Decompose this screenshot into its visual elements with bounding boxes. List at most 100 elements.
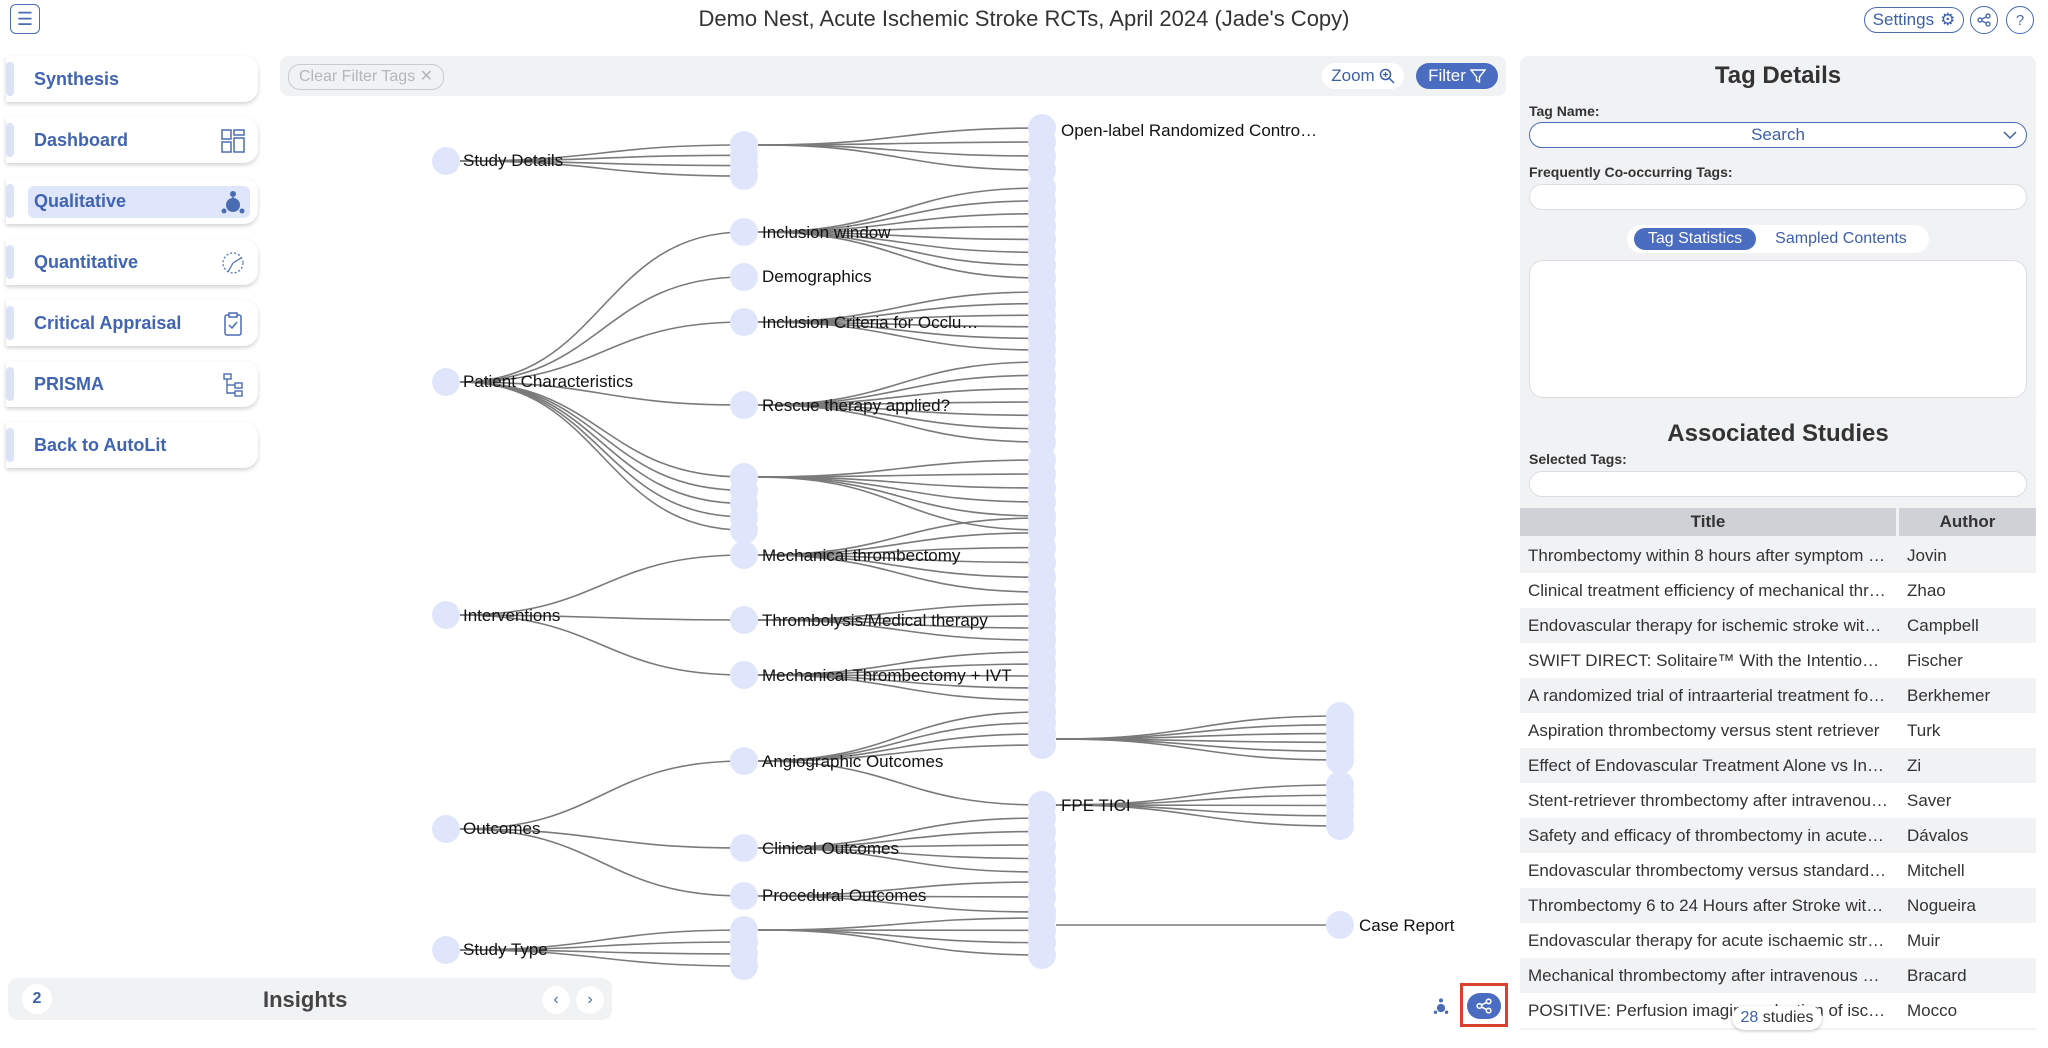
- sidebar-item-dashboard[interactable]: Dashboard: [6, 117, 258, 163]
- insights-bar: 2 Insights ‹ ›: [8, 978, 612, 1020]
- tree-node[interactable]: [1028, 791, 1056, 819]
- tree-node[interactable]: [730, 541, 758, 569]
- table-row[interactable]: Thrombectomy within 8 hours after sympto…: [1520, 538, 2036, 573]
- study-author-cell: Jovin: [1907, 546, 1947, 565]
- top-bar: ☰ Demo Nest, Acute Ischemic Stroke RCTs,…: [0, 0, 2048, 40]
- table-row[interactable]: Safety and efficacy of thrombectomy in a…: [1520, 818, 2036, 853]
- help-button[interactable]: ?: [2006, 6, 2034, 34]
- tree-node[interactable]: [730, 882, 758, 910]
- tree-label-procedural-outcomes[interactable]: Procedural Outcomes: [762, 886, 926, 905]
- zoom-button[interactable]: Zoom: [1322, 63, 1404, 89]
- tree-node[interactable]: [730, 162, 758, 190]
- qualitative-tree-icon: [1433, 998, 1449, 1014]
- study-author-cell: Zhao: [1907, 581, 1946, 600]
- table-row[interactable]: Endovascular therapy for acute ischaemic…: [1520, 923, 2036, 958]
- settings-button[interactable]: Settings ⚙: [1864, 7, 1964, 33]
- table-row[interactable]: A randomized trial of intraarterial trea…: [1520, 678, 2036, 713]
- insights-prev-button[interactable]: ‹: [542, 986, 570, 1014]
- tree-view-button[interactable]: [1424, 993, 1458, 1019]
- tree-label-inclusion-window[interactable]: Inclusion window: [762, 223, 891, 242]
- tree-edge: [459, 949, 745, 967]
- share-icon: [1977, 13, 1991, 27]
- table-row[interactable]: Thrombectomy 6 to 24 Hours after Stroke …: [1520, 888, 2036, 923]
- insights-title: Insights: [263, 987, 348, 1012]
- tree-edge: [757, 674, 1043, 701]
- study-author-cell: Mocco: [1907, 1001, 1958, 1020]
- tree-node[interactable]: [1326, 911, 1354, 939]
- tag-statistics-area: [1529, 260, 2027, 398]
- tree-label-study-type[interactable]: Study Type: [463, 940, 548, 959]
- table-row[interactable]: Stent-retriever thrombectomy after intra…: [1520, 783, 2036, 818]
- tree-label-open-label-rct[interactable]: Open-label Randomized Contro…: [1061, 121, 1317, 140]
- menu-toggle-button[interactable]: ☰: [10, 4, 40, 34]
- sidebar-item-back-to-autolit[interactable]: Back to AutoLit: [6, 422, 258, 468]
- tab-tag-statistics[interactable]: Tag Statistics: [1634, 228, 1756, 250]
- tree-node[interactable]: [1028, 941, 1056, 969]
- cooccurring-tags-box: [1529, 184, 2027, 210]
- sidebar-item-qualitative[interactable]: Qualitative: [6, 178, 258, 224]
- tree-node[interactable]: [730, 834, 758, 862]
- filter-button[interactable]: Filter: [1416, 63, 1498, 89]
- tree-label-case-report[interactable]: Case Report: [1359, 916, 1455, 935]
- tree-label-mechanical-thrombectomy[interactable]: Mechanical thrombectomy: [762, 546, 961, 565]
- tree-node[interactable]: [730, 747, 758, 775]
- tag-search-placeholder: Search: [1751, 125, 1805, 144]
- tree-node[interactable]: [1028, 731, 1056, 759]
- study-author-cell: Muir: [1907, 931, 1941, 950]
- sidebar-item-synthesis[interactable]: Synthesis: [6, 56, 258, 102]
- table-row[interactable]: Clinical treatment efficiency of mechani…: [1520, 573, 2036, 608]
- tree-node[interactable]: [730, 308, 758, 336]
- tree-edge: [757, 619, 1043, 641]
- tree-label-fpe-tici[interactable]: FPE TICI: [1061, 796, 1131, 815]
- tree-node[interactable]: [730, 218, 758, 246]
- tree-label-clinical-outcomes[interactable]: Clinical Outcomes: [762, 839, 899, 858]
- tree-node[interactable]: [1326, 812, 1354, 840]
- tag-search-select[interactable]: Search: [1529, 122, 2027, 148]
- column-header-author[interactable]: Author: [1899, 508, 2036, 536]
- tree-label-rescue-therapy[interactable]: Rescue therapy applied?: [762, 396, 950, 415]
- tree-node[interactable]: [432, 815, 460, 843]
- tree-label-study-details[interactable]: Study Details: [463, 151, 563, 170]
- tree-node[interactable]: [730, 391, 758, 419]
- table-row[interactable]: SWIFT DIRECT: Solitaire™ With the Intent…: [1520, 643, 2036, 678]
- tree-label-interventions[interactable]: Interventions: [463, 606, 560, 625]
- sidebar-item-label: Qualitative: [34, 191, 127, 211]
- study-author-cell: Nogueira: [1907, 896, 1976, 915]
- sidebar-item-prisma[interactable]: PRISMA: [6, 361, 258, 407]
- tree-label-outcomes[interactable]: Outcomes: [463, 819, 540, 838]
- tree-edge: [459, 381, 745, 518]
- table-row[interactable]: Mechanical thrombectomy after intravenou…: [1520, 958, 2036, 993]
- table-row[interactable]: Effect of Endovascular Treatment Alone v…: [1520, 748, 2036, 783]
- tree-node[interactable]: [730, 516, 758, 544]
- table-row[interactable]: Endovascular therapy for ischemic stroke…: [1520, 608, 2036, 643]
- tree-label-mt-ivt[interactable]: Mechanical Thrombectomy + IVT: [762, 666, 1012, 685]
- tree-node[interactable]: [432, 147, 460, 175]
- sidebar-item-quantitative[interactable]: Quantitative: [6, 239, 258, 285]
- tree-node[interactable]: [432, 601, 460, 629]
- tree-node[interactable]: [432, 936, 460, 964]
- tree-node[interactable]: [432, 368, 460, 396]
- share-button[interactable]: [1970, 6, 1998, 34]
- tree-label-demographics[interactable]: Demographics: [762, 267, 872, 286]
- clear-filter-tags-button[interactable]: Clear Filter Tags ✕: [288, 64, 445, 90]
- tree-node[interactable]: [730, 606, 758, 634]
- tab-sampled-contents[interactable]: Sampled Contents: [1775, 230, 1907, 247]
- tree-label-inclusion-criteria[interactable]: Inclusion Criteria for Occlu…: [762, 313, 978, 332]
- table-row[interactable]: Aspiration thrombectomy versus stent ret…: [1520, 713, 2036, 748]
- tree-label-thrombolysis[interactable]: Thrombolysis/Medical therapy: [762, 611, 988, 630]
- network-view-button[interactable]: [1467, 993, 1501, 1019]
- insights-next-button[interactable]: ›: [576, 986, 604, 1014]
- tree-node[interactable]: [730, 263, 758, 291]
- tree-node[interactable]: [1326, 746, 1354, 774]
- selected-tags-box[interactable]: [1529, 471, 2027, 497]
- tree-node[interactable]: [730, 661, 758, 689]
- tree-label-angiographic-outcomes[interactable]: Angiographic Outcomes: [762, 752, 943, 771]
- table-row[interactable]: Endovascular thrombectomy versus standar…: [1520, 853, 2036, 888]
- sidebar-item-critical-appraisal[interactable]: Critical Appraisal: [6, 300, 258, 346]
- tree-edge: [757, 144, 1043, 171]
- tree-edge: [459, 828, 745, 849]
- tree-node[interactable]: [730, 952, 758, 980]
- study-title-cell: Endovascular thrombectomy versus standar…: [1528, 861, 1888, 880]
- tree-label-patient-characteristics[interactable]: Patient Characteristics: [463, 372, 633, 391]
- column-header-title[interactable]: Title: [1520, 508, 1896, 536]
